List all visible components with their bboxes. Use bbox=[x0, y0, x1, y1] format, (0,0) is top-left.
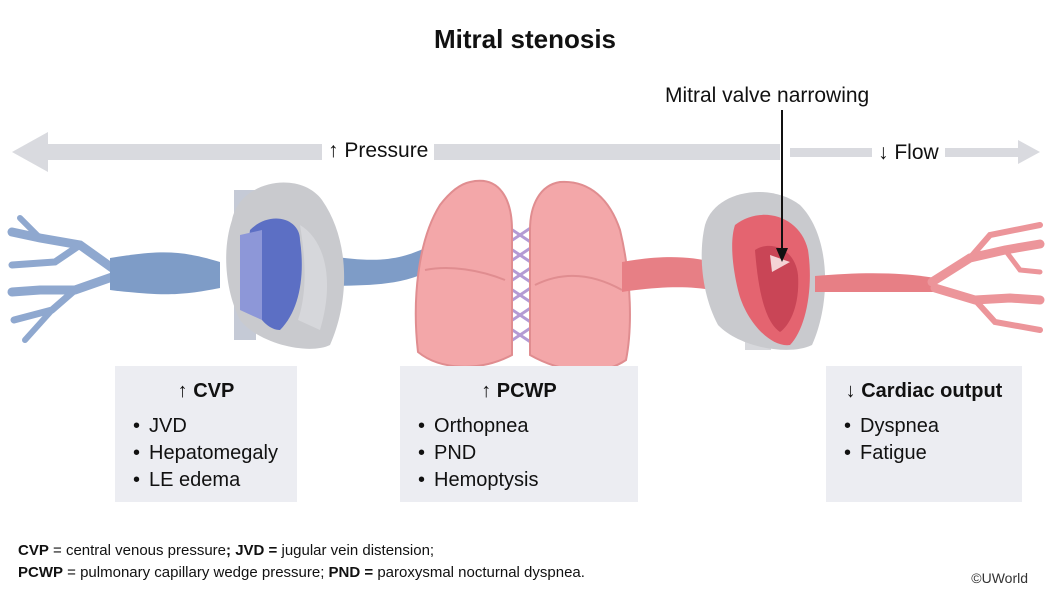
copyright-text: ©UWorld bbox=[971, 570, 1028, 586]
pcwp-box: ↑ PCWP Orthopnea PND Hemoptysis bbox=[400, 366, 638, 502]
artery-trunk bbox=[815, 273, 935, 292]
pcwp-item: PND bbox=[418, 440, 624, 467]
cardiac-output-item: Fatigue bbox=[844, 440, 1008, 467]
footnote-line-1: CVP = central venous pressure; JVD = jug… bbox=[18, 542, 435, 559]
arterial-branches bbox=[927, 222, 1045, 333]
footnote-line-2: PCWP = pulmonary capillary wedge pressur… bbox=[18, 564, 585, 581]
cvp-item: LE edema bbox=[133, 467, 283, 494]
cardiac-output-heading: ↓ Cardiac output bbox=[845, 380, 1003, 402]
cardiac-output-item: Dyspnea bbox=[844, 413, 1008, 440]
vein-trunk bbox=[110, 252, 220, 295]
flow-label: ↓ Flow bbox=[872, 141, 945, 165]
pcwp-item: Hemoptysis bbox=[418, 467, 624, 494]
cardiac-output-box: ↓ Cardiac output Dyspnea Fatigue bbox=[826, 366, 1022, 502]
lungs-icon bbox=[414, 179, 631, 372]
pcwp-item: Orthopnea bbox=[418, 413, 624, 440]
diagram-title: Mitral stenosis bbox=[433, 24, 617, 54]
pressure-label: ↑ Pressure bbox=[322, 139, 435, 163]
venous-branches bbox=[7, 215, 120, 343]
cvp-box: ↑ CVP JVD Hepatomegaly LE edema bbox=[115, 366, 297, 502]
right-heart-icon bbox=[226, 182, 345, 349]
vein-to-lungs bbox=[330, 248, 432, 286]
cvp-heading: ↑ CVP bbox=[177, 380, 235, 402]
left-heart-icon bbox=[701, 191, 826, 350]
valve-pointer-arrow bbox=[776, 110, 788, 262]
pulmonary-vein bbox=[622, 257, 712, 292]
cvp-item: JVD bbox=[133, 413, 283, 440]
cvp-item: Hepatomegaly bbox=[133, 440, 283, 467]
pcwp-heading: ↑ PCWP bbox=[481, 380, 557, 402]
valve-label: Mitral valve narrowing bbox=[665, 84, 870, 107]
